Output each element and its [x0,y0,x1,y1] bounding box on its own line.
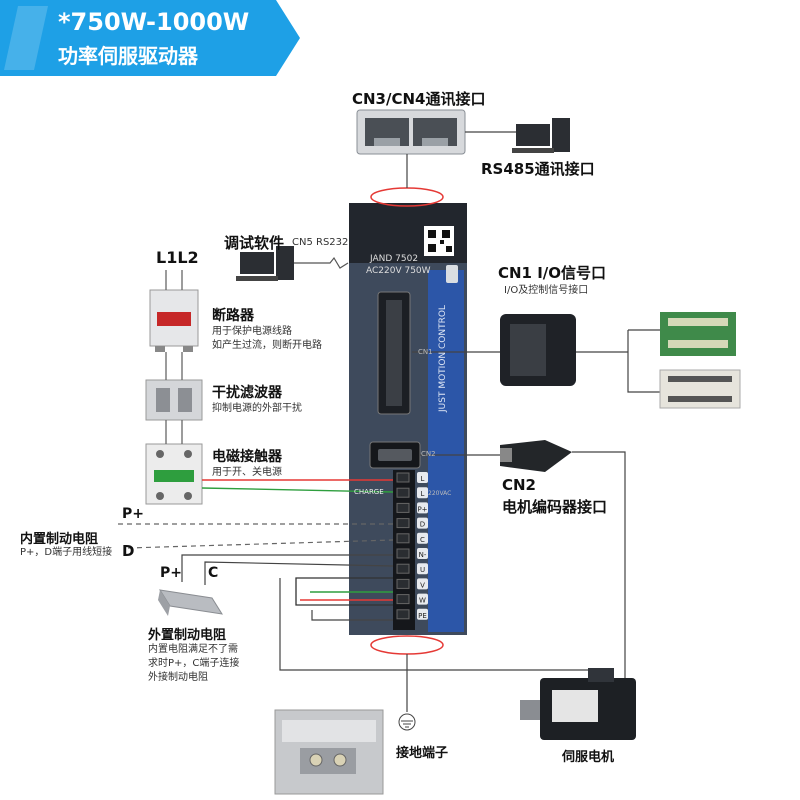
terminal-marker-box [417,502,428,514]
terminal-marker-text: C [420,536,425,544]
servo-motor [520,668,636,740]
ground-terminal-photo [274,709,384,795]
drive-rating: AC220V 750W [366,266,431,276]
terminal-pin [396,609,410,620]
terminal-pin [396,594,410,605]
circuit-breaker [149,289,199,352]
external-brake-title: 外置制动电阻 [148,628,227,643]
terminal-marker-box [417,593,428,605]
terminal-marker-text: L [421,475,425,483]
cn34-label: CN3/CN4通讯接口 [352,90,486,108]
terminal-marker-box [417,517,428,529]
rj45-jack [356,109,466,155]
cn1-subtitle: I/O及控制信号接口 [504,285,589,296]
external-brake-resistor [158,589,224,616]
terminal-pin [396,518,410,529]
cn2-title: 电机编码器接口 [502,498,608,516]
cn1-drive-mark: CN1 [418,348,433,356]
terminal-pin [396,533,410,544]
noise-filter [145,379,203,421]
plc-green-board [660,312,736,356]
cn2-drive-mark: CN2 [421,450,436,458]
terminal-pin [396,563,410,574]
terminal-pin [396,487,410,498]
terminal-marker-text: P+ [417,505,427,513]
bottom-highlight-ring [370,635,444,655]
external-brake-desc-3: 外接制动电阻 [148,672,208,683]
magnetic-contactor [145,443,203,505]
terminal-marker-box [417,532,428,544]
terminal-marker-text: W [419,597,426,605]
terminal-marker-box [417,487,428,499]
breaker-desc-2: 如产生过流，则断开电路 [212,340,322,351]
terminal-marker-text: U [420,566,425,574]
pc-computer-icon [512,118,570,153]
contactor-title: 电磁接触器 [212,449,282,465]
banner-product-name: 功率伺服驱动器 [58,44,198,68]
rs485-label: RS485通讯接口 [481,160,595,178]
drive-model: JAND 7502 [370,254,419,264]
terminal-marker-box [417,578,428,590]
terminal-marker-box [417,608,428,620]
terminal-marker-box [417,563,428,575]
servo-motor-label: 伺服电机 [562,750,615,765]
cn2-code: CN2 [502,476,536,494]
terminal-pin [396,502,410,513]
terminal-marker-box [417,472,428,483]
terminal-marker-box [417,548,428,559]
terminal-pin [396,472,410,483]
ground-symbol-icon [398,713,416,731]
power-range-banner: *750W-1000W 功率伺服驱动器 [0,0,300,76]
breaker-desc-1: 用于保护电源线路 [212,326,292,337]
brand-vertical-text: JUST MOTION CONTROL [438,305,448,412]
debug-pc-icon [236,246,294,281]
cn2-plug [500,440,572,472]
terminal-marker-text: L [421,490,425,498]
vac-mark: 220VAC [428,490,452,497]
breaker-title: 断路器 [212,308,254,324]
filter-title: 干扰滤波器 [212,385,282,401]
d-terminal-label: D [122,542,135,560]
internal-brake-desc: P+，D端子用线短接 [20,547,113,558]
charge-label: CHARGE [354,488,384,496]
internal-brake-title: 内置制动电阻 [20,532,99,547]
banner-power-range: *750W-1000W [58,8,250,36]
p-plus-top-label: P+ [122,506,144,522]
cn5-label: CN5 RS232 [292,237,349,248]
debug-software-label: 调试软件 [224,234,285,252]
terminal-marker-text: N- [419,551,427,559]
terminal-marker-text: V [420,581,425,589]
plc-white-module [659,369,741,409]
p-plus-ext-label: P+ [160,565,182,581]
ground-terminal-label: 接地端子 [396,746,449,761]
terminal-pin [396,548,410,559]
servo-drive-body [349,203,467,635]
external-brake-desc-2: 求时P+，C端子连接 [148,658,240,669]
l1l2-label: L1L2 [156,248,199,267]
filter-desc: 抑制电源的外部干扰 [212,403,302,414]
terminal-marker-text: PE [418,612,427,620]
contactor-desc: 用于开、关电源 [212,467,282,478]
cn1-title: CN1 I/O信号口 [498,264,607,282]
cn1-plug [500,314,576,386]
c-terminal-label: C [208,565,219,581]
terminal-marker-text: D [420,521,425,529]
external-brake-desc-1: 内置电阻满足不了需 [148,644,238,655]
terminal-pin [396,578,410,589]
